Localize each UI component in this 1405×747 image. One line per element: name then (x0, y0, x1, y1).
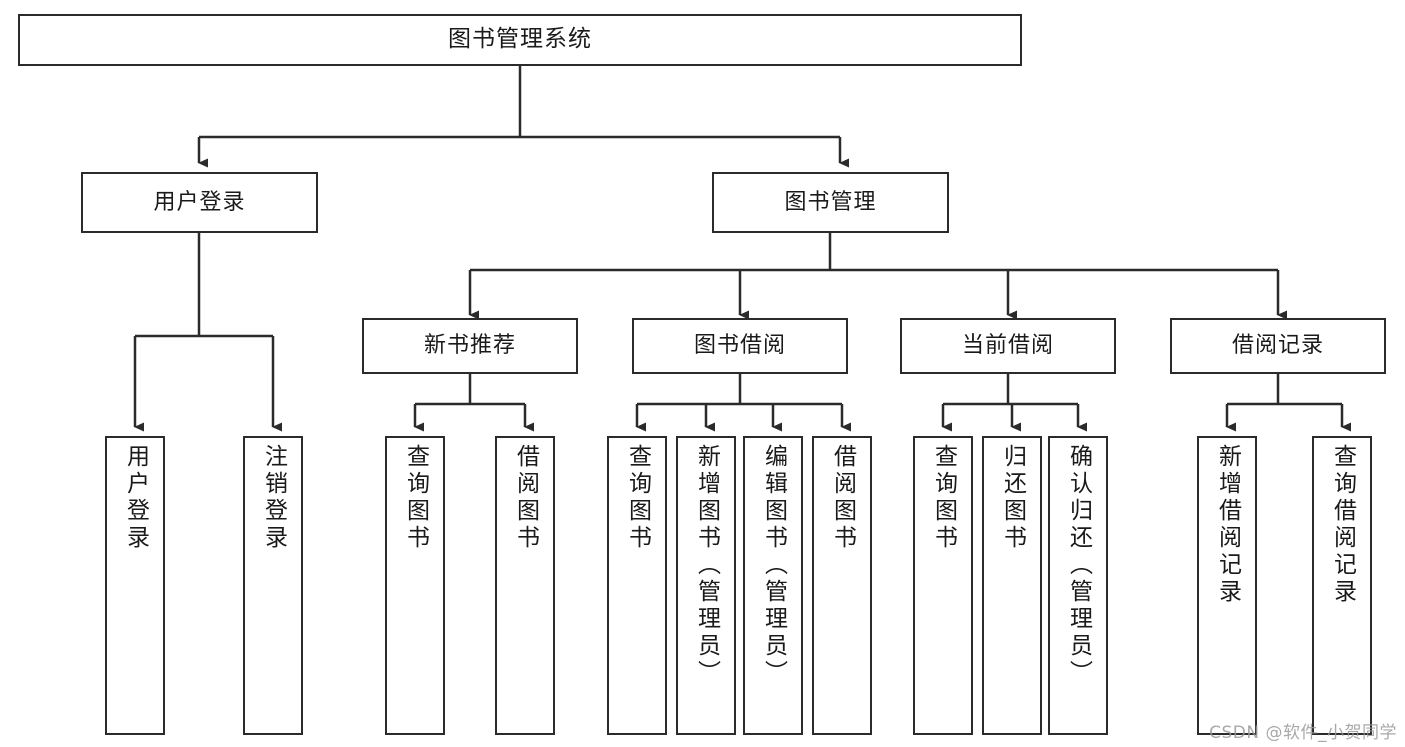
node-label: 图书管理 (784, 189, 877, 215)
leaf-user-login[interactable]: 用户登录 (105, 436, 165, 735)
node-label: 图书借阅 (693, 333, 786, 359)
leaf-query-book-recommend[interactable]: 查询图书 (385, 436, 445, 735)
node-label: 借阅记录 (1231, 333, 1324, 359)
node-label: 确认归还（管理员） (1065, 444, 1092, 687)
node-label: 注销登录 (260, 444, 287, 552)
node-label: 归还图书 (999, 444, 1026, 552)
leaf-borrow-book-recommend[interactable]: 借阅图书 (495, 436, 555, 735)
leaf-confirm-return-admin[interactable]: 确认归还（管理员） (1048, 436, 1108, 735)
node-label: 编辑图书（管理员） (760, 444, 787, 687)
watermark: CSDN @软件_小贺同学 (1209, 723, 1397, 743)
node-label: 查询图书 (402, 444, 429, 552)
node-label: 图书管理系统 (448, 26, 592, 53)
leaf-edit-book-admin[interactable]: 编辑图书（管理员） (743, 436, 803, 735)
leaf-add-book-admin[interactable]: 新增图书（管理员） (676, 436, 736, 735)
node-root-system[interactable]: 图书管理系统 (18, 14, 1022, 66)
leaf-query-borrow-record[interactable]: 查询借阅记录 (1312, 436, 1372, 735)
leaf-query-book-borrow[interactable]: 查询图书 (607, 436, 667, 735)
node-label: 查询借阅记录 (1329, 444, 1356, 606)
node-current-borrow[interactable]: 当前借阅 (900, 318, 1116, 374)
leaf-return-book[interactable]: 归还图书 (982, 436, 1042, 735)
leaf-logout[interactable]: 注销登录 (243, 436, 303, 735)
node-label: 用户登录 (153, 189, 246, 215)
node-new-book-recommend[interactable]: 新书推荐 (362, 318, 578, 374)
node-label: 当前借阅 (961, 333, 1054, 359)
leaf-add-borrow-record[interactable]: 新增借阅记录 (1197, 436, 1257, 735)
node-user-login[interactable]: 用户登录 (81, 172, 318, 233)
node-label: 借阅图书 (829, 444, 856, 552)
node-label: 新增图书（管理员） (693, 444, 720, 687)
node-label: 新书推荐 (423, 333, 516, 359)
node-label: 借阅图书 (512, 444, 539, 552)
node-label: 用户登录 (122, 444, 149, 552)
node-borrow-records[interactable]: 借阅记录 (1170, 318, 1386, 374)
node-label: 新增借阅记录 (1214, 444, 1241, 606)
node-label: 查询图书 (624, 444, 651, 552)
node-label: 查询图书 (930, 444, 957, 552)
leaf-borrow-book[interactable]: 借阅图书 (812, 436, 872, 735)
node-book-borrow[interactable]: 图书借阅 (632, 318, 848, 374)
node-book-management[interactable]: 图书管理 (712, 172, 949, 233)
leaf-query-book-current[interactable]: 查询图书 (913, 436, 973, 735)
